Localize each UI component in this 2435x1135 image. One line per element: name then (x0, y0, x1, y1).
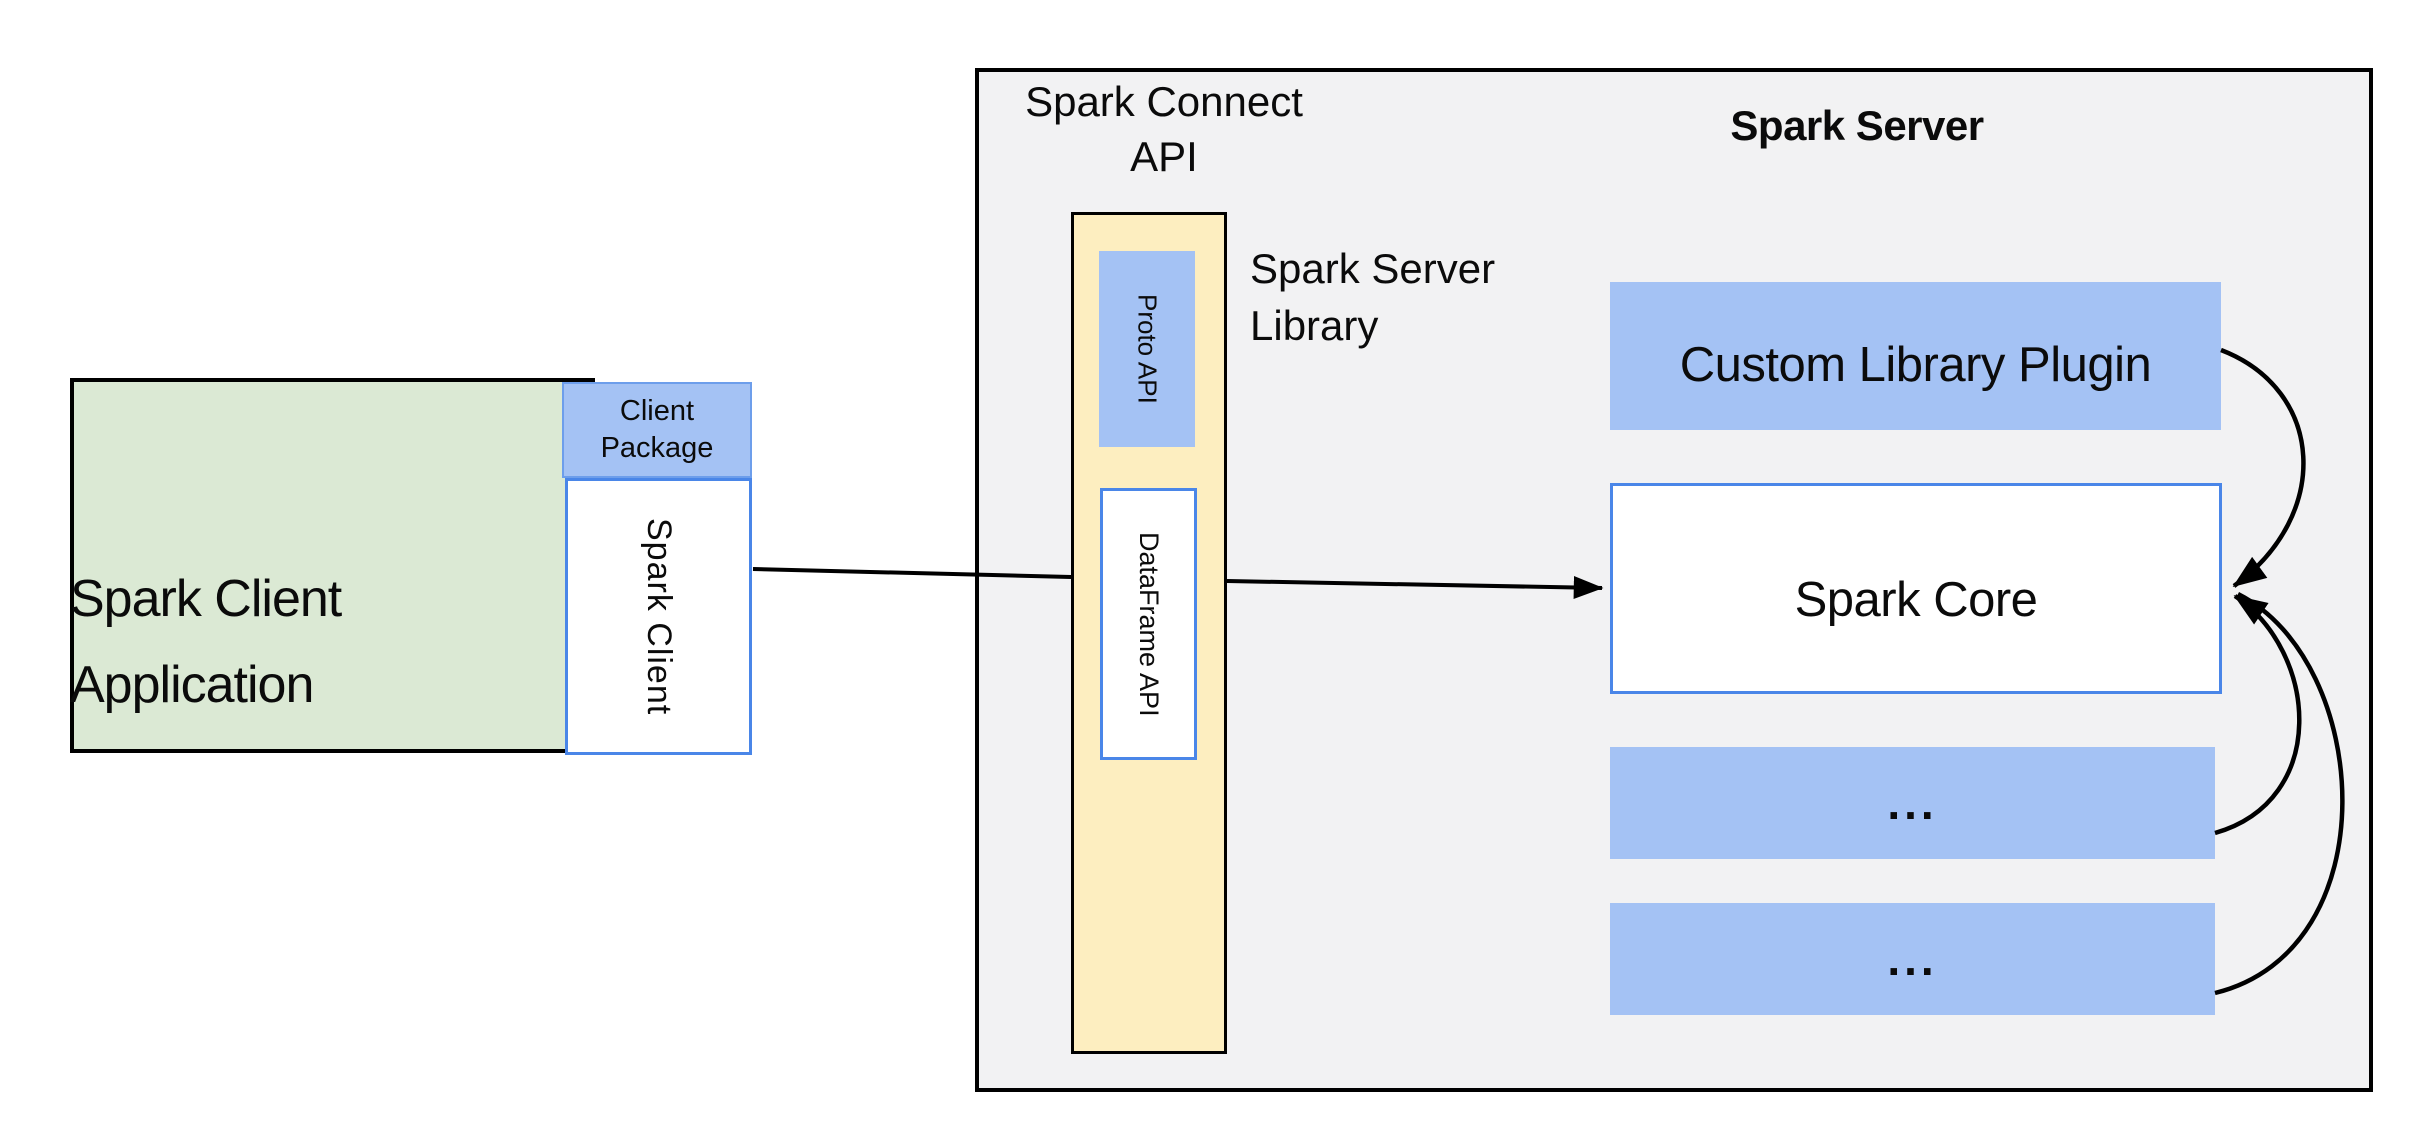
spark-client-box: Spark Client (565, 478, 752, 755)
spark-client-application-label-line2: Application (70, 656, 314, 714)
dataframe-api-box: DataFrame API (1100, 488, 1197, 760)
spark-connect-api-title-line2: API (1130, 133, 1198, 180)
spark-client-application-box (70, 378, 595, 753)
spark-client-application-label-line1: Spark Client (70, 570, 342, 628)
custom-library-plugin-box: Custom Library Plugin (1610, 282, 2221, 430)
more-plugins-bottom-label: ... (1887, 933, 1938, 985)
spark-client-label: Spark Client (640, 517, 678, 716)
spark-connect-api-title: Spark Connect API (980, 74, 1348, 184)
spark-connect-api-title-line1: Spark Connect (1025, 78, 1303, 125)
spark-core-box: Spark Core (1610, 483, 2222, 694)
more-plugins-box-bottom: ... (1610, 903, 2215, 1015)
dataframe-api-label: DataFrame API (1134, 531, 1164, 717)
proto-api-label: Proto API (1132, 294, 1163, 404)
proto-api-box: Proto API (1099, 251, 1195, 447)
client-package-label-line2: Package (600, 432, 714, 464)
more-plugins-top-label: ... (1887, 777, 1938, 829)
spark-client-application-label: Spark Client Application (70, 556, 595, 728)
more-plugins-box-top: ... (1610, 747, 2215, 859)
spark-server-library-label-line1: Spark Server (1250, 245, 1496, 292)
spark-server-library-label-line2: Library (1250, 302, 1379, 349)
spark-core-label: Spark Core (1794, 572, 2038, 627)
client-package-box: Client Package (562, 382, 752, 478)
custom-library-plugin-label: Custom Library Plugin (1679, 338, 2152, 392)
spark-server-library-label: Spark Server Library (1250, 240, 1580, 354)
client-package-label-line1: Client (619, 395, 695, 427)
spark-server-title: Spark Server (1730, 102, 1984, 149)
